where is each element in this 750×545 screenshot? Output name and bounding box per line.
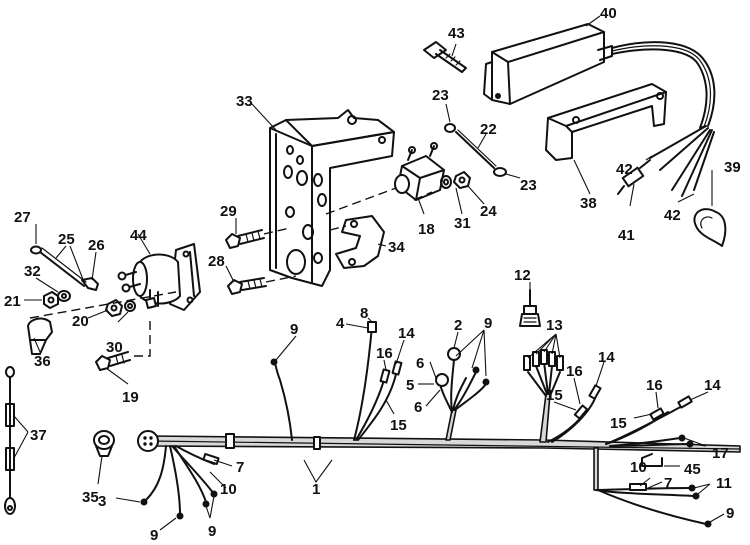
wire-leads-42 bbox=[649, 125, 715, 197]
callout-15: 15 bbox=[390, 417, 407, 434]
callout-9: 9 bbox=[484, 315, 492, 332]
callout-10: 10 bbox=[220, 481, 237, 498]
callout-41: 41 bbox=[618, 227, 635, 244]
clamp-34 bbox=[335, 215, 385, 269]
callout-28: 28 bbox=[208, 253, 225, 270]
callout-8: 8 bbox=[360, 305, 368, 322]
callout-7: 7 bbox=[236, 459, 244, 476]
mounting-plate-33 bbox=[269, 109, 395, 287]
callout-14: 14 bbox=[598, 349, 615, 366]
callout-15: 15 bbox=[546, 387, 563, 404]
callout-42: 42 bbox=[616, 161, 633, 178]
callout-43: 43 bbox=[448, 25, 465, 42]
callout-24: 24 bbox=[480, 203, 497, 220]
callout-42: 42 bbox=[664, 207, 681, 224]
callout-20: 20 bbox=[72, 313, 89, 330]
washer-31 bbox=[440, 175, 452, 189]
callout-leader-lines bbox=[13, 15, 725, 531]
module-box-40 bbox=[483, 23, 716, 129]
callout-9: 9 bbox=[290, 321, 298, 338]
lead-27-25 bbox=[30, 245, 99, 291]
callout-14: 14 bbox=[704, 377, 721, 394]
callout-9: 9 bbox=[726, 505, 734, 522]
callout-37: 37 bbox=[30, 427, 47, 444]
callout-19: 19 bbox=[122, 389, 139, 406]
callout-30: 30 bbox=[106, 339, 123, 356]
bracket-38 bbox=[545, 83, 667, 161]
callout-12: 12 bbox=[514, 267, 531, 284]
callout-34: 34 bbox=[388, 239, 405, 256]
callout-9: 9 bbox=[208, 523, 216, 540]
bolt-43 bbox=[423, 41, 467, 73]
callout-40: 40 bbox=[600, 5, 617, 22]
callout-2: 2 bbox=[454, 317, 462, 334]
callout-9: 9 bbox=[150, 527, 158, 544]
washer-30 bbox=[124, 300, 136, 312]
callout-17: 17 bbox=[712, 445, 729, 462]
nut-20 bbox=[105, 299, 123, 317]
callout-14: 14 bbox=[398, 325, 415, 342]
callout-13: 13 bbox=[546, 317, 563, 334]
callout-labels: 43 40 23 22 23 42 38 39 41 42 33 18 31 2… bbox=[4, 5, 741, 544]
callout-6: 6 bbox=[414, 399, 422, 416]
callout-7: 7 bbox=[664, 475, 672, 492]
callout-26: 26 bbox=[88, 237, 105, 254]
ground-strap-22 bbox=[444, 123, 507, 177]
callout-44: 44 bbox=[130, 227, 147, 244]
callout-4: 4 bbox=[336, 315, 345, 332]
callout-6: 6 bbox=[416, 355, 424, 372]
callout-33: 33 bbox=[236, 93, 253, 110]
relay-18 bbox=[394, 142, 445, 201]
callout-11: 11 bbox=[716, 475, 732, 492]
callout-23: 23 bbox=[432, 87, 449, 104]
battery-cable-37 bbox=[4, 366, 16, 515]
callout-27: 27 bbox=[14, 209, 31, 226]
callout-29: 29 bbox=[220, 203, 237, 220]
callout-23: 23 bbox=[520, 177, 537, 194]
callout-31: 31 bbox=[454, 215, 471, 232]
callout-21: 21 bbox=[4, 293, 21, 310]
starter-solenoid-44 bbox=[117, 243, 201, 311]
nut-21 bbox=[43, 291, 59, 309]
callout-1: 1 bbox=[312, 481, 320, 498]
callout-38: 38 bbox=[580, 195, 597, 212]
callout-32: 32 bbox=[24, 263, 41, 280]
callout-18: 18 bbox=[418, 221, 435, 238]
callout-3: 3 bbox=[98, 493, 106, 510]
callout-22: 22 bbox=[480, 121, 497, 138]
callout-16: 16 bbox=[376, 345, 393, 362]
connector-41 bbox=[617, 159, 651, 195]
nut-24 bbox=[453, 171, 471, 189]
callout-16: 16 bbox=[566, 363, 583, 380]
bolt-19 bbox=[95, 351, 131, 371]
callout-15: 15 bbox=[610, 415, 627, 432]
callout-45: 45 bbox=[684, 461, 701, 478]
clamp-35 bbox=[93, 430, 115, 457]
washer-32 bbox=[57, 290, 71, 302]
callout-25: 25 bbox=[58, 231, 75, 248]
wiring-harness-1 bbox=[137, 321, 741, 528]
callout-16: 16 bbox=[646, 377, 663, 394]
sender-12 bbox=[519, 289, 541, 327]
callout-35: 35 bbox=[82, 489, 99, 506]
callout-39: 39 bbox=[724, 159, 741, 176]
assembly-guide-lines bbox=[29, 187, 433, 357]
bolt-29 bbox=[225, 229, 265, 249]
callout-10: 10 bbox=[630, 459, 647, 476]
callout-36: 36 bbox=[34, 353, 51, 370]
terminal-boot-36 bbox=[27, 317, 53, 355]
clip-39 bbox=[693, 208, 727, 247]
callout-5: 5 bbox=[406, 377, 414, 394]
